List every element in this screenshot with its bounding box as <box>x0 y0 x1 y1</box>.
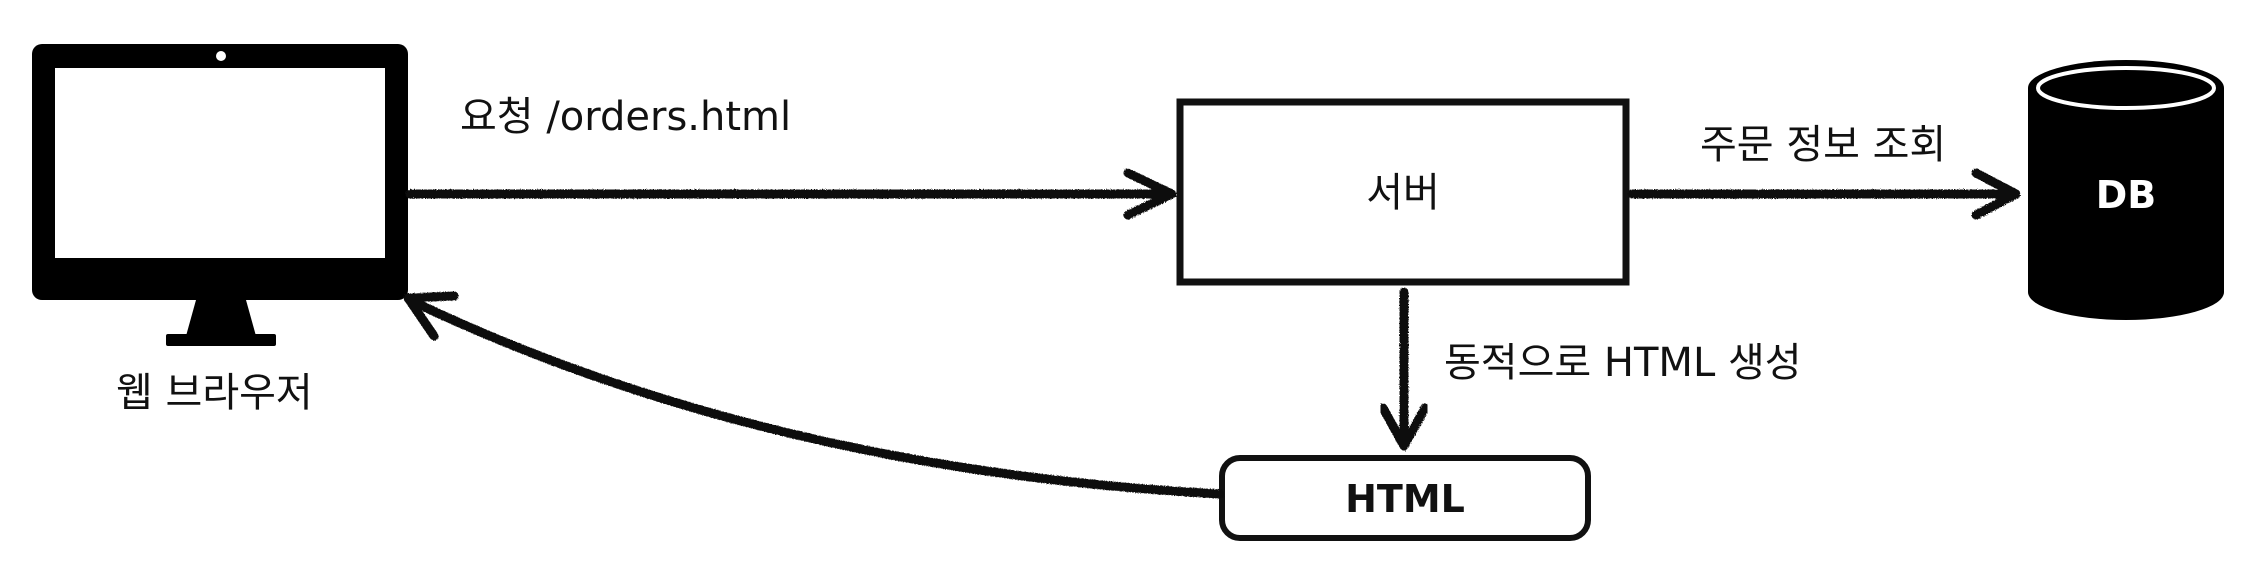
request-label: 요청 /orders.html <box>460 94 791 140</box>
html-label: HTML <box>1345 477 1465 521</box>
server-box <box>1176 98 1630 286</box>
database-cylinder-icon <box>2028 60 2224 320</box>
monitor-icon <box>32 44 408 346</box>
response-arrow <box>403 291 1225 499</box>
browser-label: 웹 브라우저 <box>116 370 313 416</box>
server-label: 서버 <box>1366 170 1440 216</box>
generate-arrow <box>1378 287 1430 451</box>
db-query-label: 주문 정보 조회 <box>1700 122 1946 168</box>
request-arrow <box>405 168 1177 220</box>
db-query-arrow <box>1627 168 2021 220</box>
generate-label: 동적으로 HTML 생성 <box>1444 340 1802 386</box>
db-label: DB <box>2096 173 2157 217</box>
